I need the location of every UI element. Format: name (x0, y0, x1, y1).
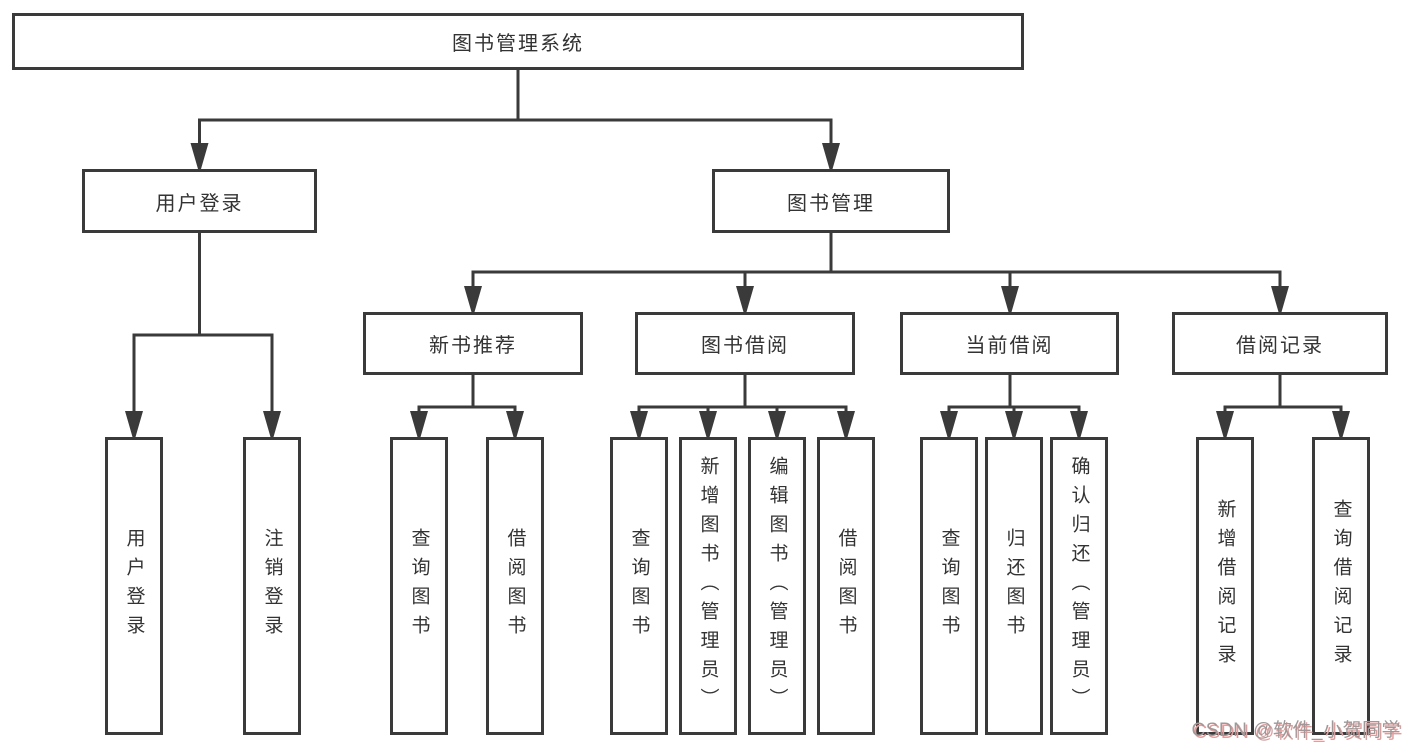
leaf-borrow-borrow-books: 借阅图书 (817, 437, 875, 735)
node-borrow-records-label: 借阅记录 (1236, 335, 1324, 357)
connector-root-to-level2 (190, 70, 840, 169)
node-book-mgmt-label: 图书管理 (787, 192, 875, 215)
leaf-borrow-edit-books-admin: 编辑图书（管理员） (748, 437, 806, 735)
connector-book-mgmt-children (464, 233, 1289, 312)
connector-new-book-children (410, 375, 524, 437)
node-root-label: 图书管理系统 (452, 33, 584, 55)
connector-book-borrow-children (630, 375, 855, 437)
node-new-book-recommend-label: 新书推荐 (429, 335, 517, 357)
leaf-records-query-record: 查询借阅记录 (1312, 437, 1370, 735)
leaf-user-login: 用户登录 (105, 437, 163, 735)
node-new-book-recommend: 新书推荐 (363, 312, 583, 375)
node-user-login: 用户登录 (82, 169, 317, 233)
leaf-records-query-record-label: 查询借阅记录 (1330, 499, 1352, 673)
leaf-records-add-record-label: 新增借阅记录 (1214, 499, 1236, 673)
leaf-current-query-books-label: 查询图书 (938, 528, 960, 644)
connector-borrow-records-children (1216, 375, 1350, 437)
leaf-borrow-query-books: 查询图书 (610, 437, 668, 735)
node-user-login-label: 用户登录 (155, 192, 244, 215)
leaf-current-return-books: 归还图书 (985, 437, 1043, 735)
watermark: CSDN @软件_小贺同学 (1191, 720, 1401, 741)
node-book-borrow-label: 图书借阅 (701, 335, 789, 357)
leaf-newbook-borrow-books: 借阅图书 (486, 437, 544, 735)
leaf-newbook-query-books-label: 查询图书 (408, 528, 430, 644)
leaf-current-return-books-label: 归还图书 (1003, 528, 1025, 644)
leaf-borrow-query-books-label: 查询图书 (628, 528, 650, 644)
leaf-borrow-add-books-admin: 新增图书（管理员） (679, 437, 737, 735)
node-current-borrow: 当前借阅 (900, 312, 1119, 375)
leaf-borrow-edit-books-admin-label: 编辑图书（管理员） (766, 455, 788, 717)
connector-user-login-children (125, 233, 281, 437)
leaf-current-confirm-return-admin: 确认归还（管理员） (1050, 437, 1108, 735)
leaf-records-add-record: 新增借阅记录 (1196, 437, 1254, 735)
node-book-mgmt: 图书管理 (712, 169, 950, 233)
node-borrow-records: 借阅记录 (1172, 312, 1388, 375)
node-current-borrow-label: 当前借阅 (965, 335, 1054, 357)
node-root: 图书管理系统 (12, 13, 1024, 70)
leaf-borrow-borrow-books-label: 借阅图书 (835, 528, 857, 644)
node-book-borrow: 图书借阅 (635, 312, 855, 375)
leaf-borrow-add-books-admin-label: 新增图书（管理员） (697, 455, 719, 717)
connector-current-borrow-children (940, 375, 1088, 437)
leaf-newbook-borrow-books-label: 借阅图书 (504, 528, 526, 644)
leaf-logout: 注销登录 (243, 437, 301, 735)
leaf-logout-label: 注销登录 (261, 528, 283, 644)
leaf-current-confirm-return-admin-label: 确认归还（管理员） (1068, 455, 1090, 717)
leaf-user-login-label: 用户登录 (123, 528, 145, 644)
leaf-current-query-books: 查询图书 (920, 437, 978, 735)
leaf-newbook-query-books: 查询图书 (390, 437, 448, 735)
